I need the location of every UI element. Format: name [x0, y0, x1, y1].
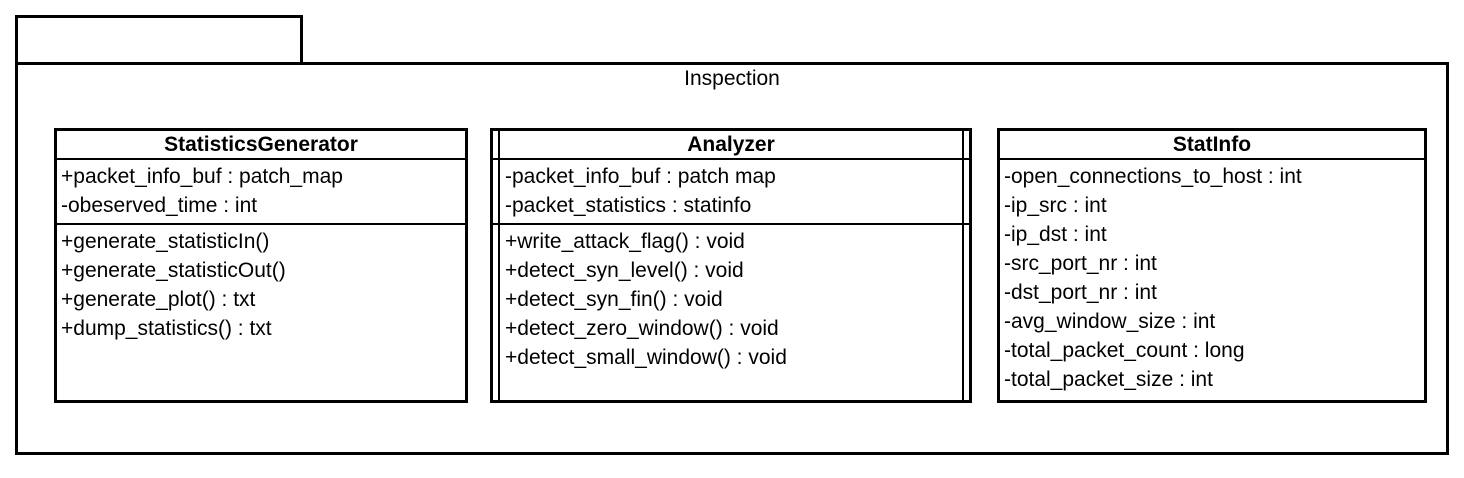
- class-attribute: -total_packet_count : long: [1004, 339, 1245, 362]
- active-class-right-border: [962, 131, 964, 400]
- class-attribute: -avg_window_size : int: [1004, 310, 1216, 333]
- methods-compartment: +generate_statisticIn() +generate_statis…: [57, 225, 465, 346]
- class-method: +dump_statistics() : txt: [61, 317, 272, 340]
- class-method: +write_attack_flag() : void: [505, 230, 745, 253]
- attributes-compartment: +packet_info_buf : patch_map -obeserved_…: [57, 160, 465, 225]
- class-attribute: -src_port_nr : int: [1004, 252, 1157, 275]
- class-attribute: -obeserved_time : int: [61, 194, 258, 217]
- class-title: Analyzer: [493, 131, 969, 160]
- class-statisticsgenerator: StatisticsGenerator +packet_info_buf : p…: [54, 128, 468, 403]
- class-method: +generate_statisticOut(): [61, 259, 286, 282]
- class-title: StatisticsGenerator: [57, 131, 465, 160]
- class-analyzer: Analyzer -packet_info_buf : patch map -p…: [490, 128, 972, 403]
- package-tab: [15, 15, 303, 65]
- class-attribute: -ip_dst : int: [1004, 223, 1107, 246]
- class-method: +detect_small_window() : void: [505, 346, 787, 369]
- class-statinfo: StatInfo -open_connections_to_host : int…: [997, 128, 1427, 403]
- class-method: +detect_syn_level() : void: [505, 259, 744, 282]
- class-title: StatInfo: [1000, 131, 1424, 160]
- methods-compartment: +write_attack_flag() : void +detect_syn_…: [493, 225, 969, 375]
- attributes-compartment: -open_connections_to_host : int -ip_src …: [1000, 160, 1424, 397]
- class-method: +generate_statisticIn(): [61, 230, 270, 253]
- class-method: +detect_syn_fin() : void: [505, 288, 723, 311]
- class-attribute: -ip_src : int: [1004, 194, 1107, 217]
- class-attribute: -dst_port_nr : int: [1004, 281, 1157, 304]
- class-method: +detect_zero_window() : void: [505, 317, 779, 340]
- class-attribute: -open_connections_to_host : int: [1004, 165, 1302, 188]
- class-attribute: -total_packet_size : int: [1004, 368, 1213, 391]
- class-attribute: -packet_statistics : statinfo: [505, 194, 752, 217]
- class-attribute: -packet_info_buf : patch map: [505, 165, 776, 188]
- package-name: Inspection: [684, 67, 780, 90]
- class-attribute: +packet_info_buf : patch_map: [61, 165, 343, 188]
- attributes-compartment: -packet_info_buf : patch map -packet_sta…: [493, 160, 969, 225]
- class-method: +generate_plot() : txt: [61, 288, 256, 311]
- active-class-left-border: [498, 131, 500, 400]
